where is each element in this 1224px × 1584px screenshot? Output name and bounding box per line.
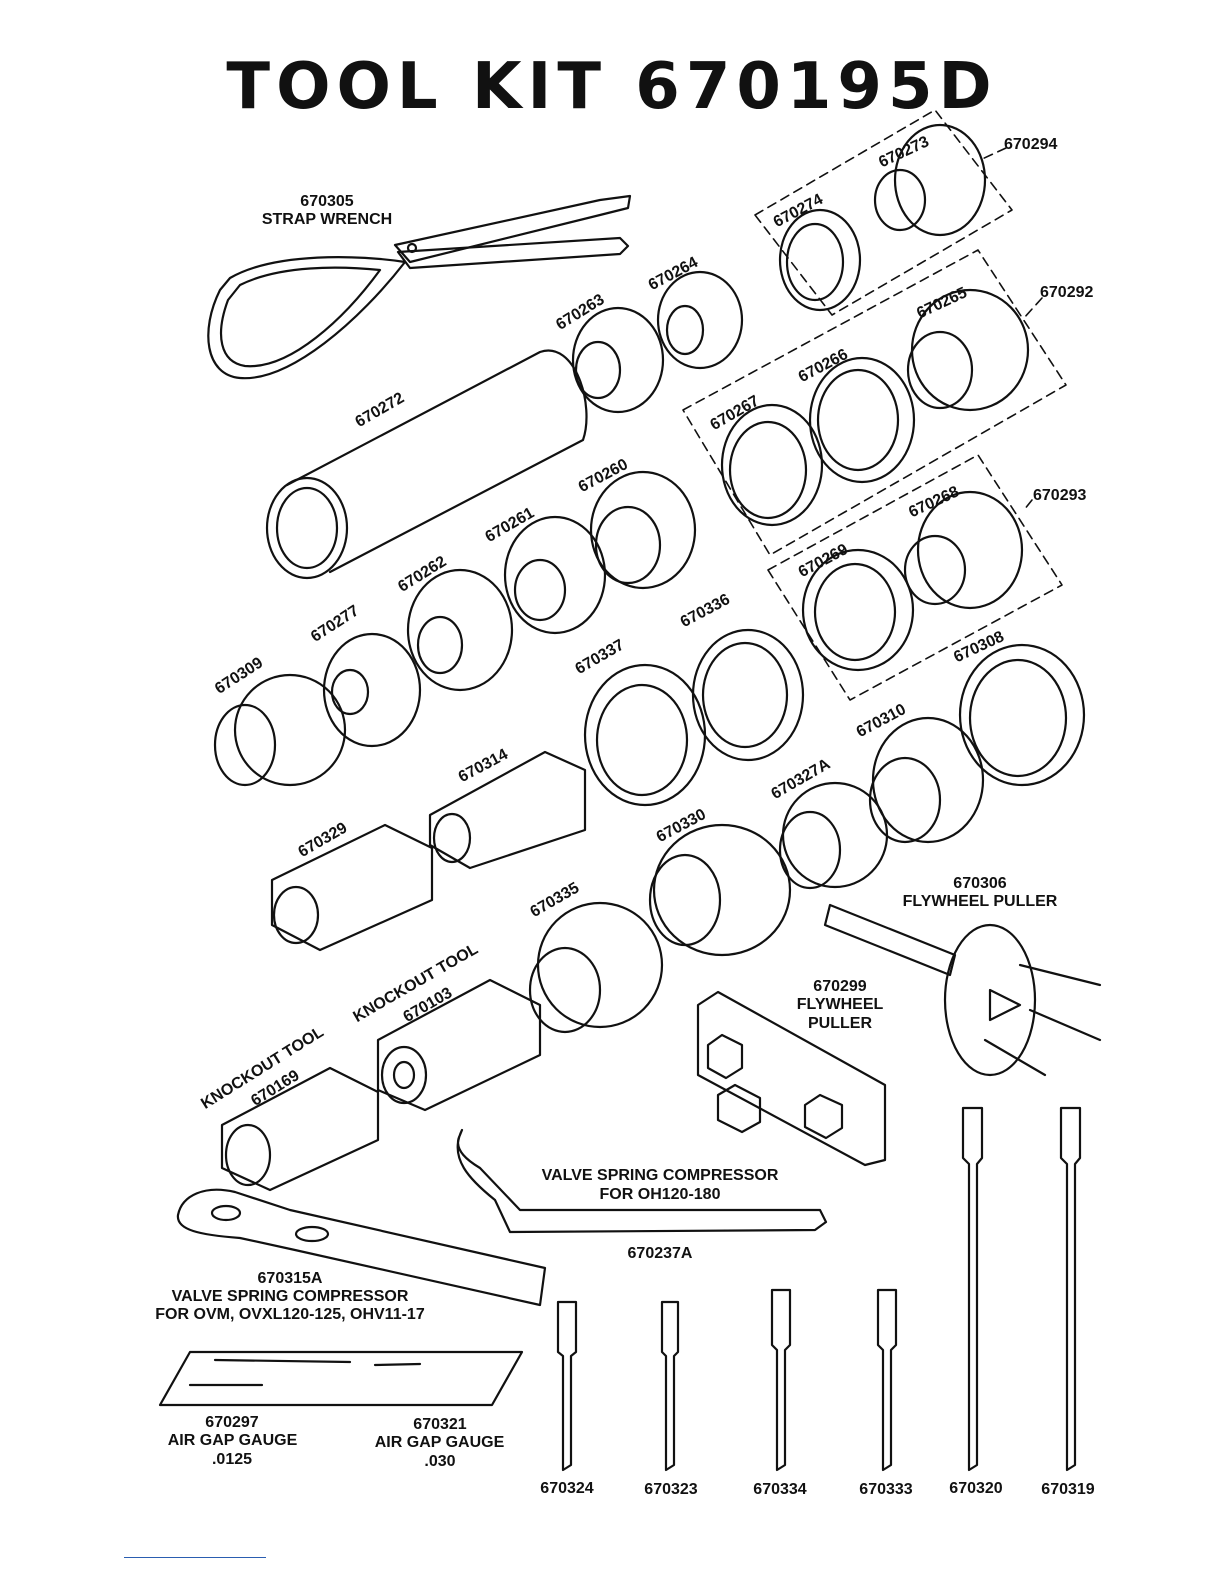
page-title: TOOL KIT 670195D: [226, 50, 998, 124]
label-air-gap-gauge-670297: AIR GAP GAUGE: [167, 1432, 298, 1449]
label-670315A: 670315A: [257, 1270, 323, 1287]
label-670294: 670294: [1004, 136, 1058, 153]
label-670334: 670334: [753, 1481, 807, 1498]
label-670292: 670292: [1040, 284, 1094, 301]
label-vsc-ovm-line1: VALVE SPRING COMPRESSOR: [171, 1288, 409, 1305]
label-670323: 670323: [644, 1481, 698, 1498]
label-gap-030: .030: [424, 1453, 456, 1470]
air-gap-gauges-drawing: [158, 1350, 524, 1407]
strap-wrench-drawing: [207, 194, 632, 380]
valve-spring-compressor-670315A-drawing: [176, 1188, 547, 1307]
label-670297: 670297: [205, 1414, 259, 1431]
label-flywheel-670299: FLYWHEEL: [796, 996, 884, 1013]
label-gap-0125: .0125: [211, 1451, 253, 1468]
group-boxes: [682, 109, 1067, 701]
label-670321: 670321: [413, 1416, 467, 1433]
label-670293: 670293: [1033, 487, 1087, 504]
flywheel-puller-670306-drawing: [823, 903, 1102, 1077]
label-670299: 670299: [813, 978, 867, 995]
hex-tools-drawing: [220, 750, 587, 1192]
label-vsc-oh-line2: FOR OH120-180: [599, 1186, 721, 1203]
label-670237A: 670237A: [627, 1245, 693, 1262]
valve-spring-compressor-670237A-drawing: [456, 1128, 828, 1234]
label-670306: 670306: [953, 875, 1007, 892]
label-670324: 670324: [540, 1480, 594, 1497]
label-vsc-oh-line1: VALVE SPRING COMPRESSOR: [541, 1167, 779, 1184]
label-flywheel-puller-670306: FLYWHEEL PULLER: [902, 893, 1058, 910]
label-strap-wrench: STRAP WRENCH: [261, 211, 393, 228]
bits-drawing: [556, 1106, 1082, 1472]
label-670319: 670319: [1041, 1481, 1095, 1498]
label-vsc-ovm-line2: FOR OVM, OVXL120-125, OHV11-17: [155, 1306, 425, 1323]
label-670320: 670320: [949, 1480, 1003, 1497]
drivers-drawing: [213, 123, 1086, 1034]
flywheel-puller-670299-drawing: [696, 990, 887, 1167]
cylinder-670272-drawing: [265, 349, 588, 580]
label-puller-670299: PULLER: [808, 1015, 872, 1032]
label-670333: 670333: [859, 1481, 913, 1498]
label-air-gap-gauge-670321: AIR GAP GAUGE: [374, 1434, 505, 1451]
footer-divider: [124, 1557, 266, 1558]
label-670305: 670305: [300, 193, 354, 210]
